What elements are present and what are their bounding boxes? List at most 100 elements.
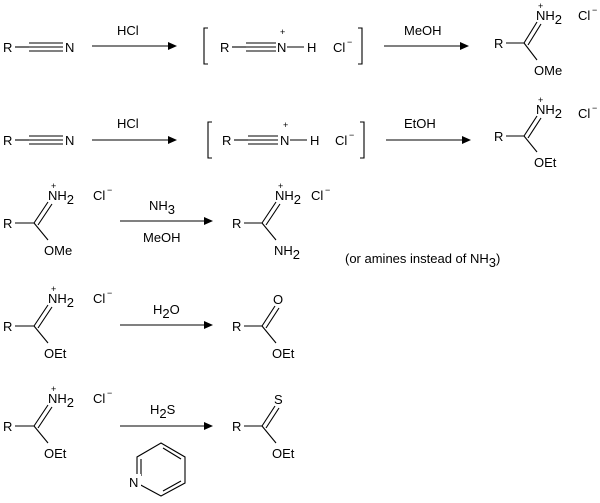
imidate-ethyl-salt-2: R NH2 + Cl − OEt	[3, 284, 112, 361]
c-n-double-bond	[33, 201, 49, 224]
c-n-double-bond	[33, 304, 49, 327]
amidine-salt: R NH2 + Cl − NH2	[232, 181, 330, 262]
reagent-meoh: MeOH	[143, 230, 181, 245]
s-label: S	[274, 392, 283, 407]
note-prefix: (or amines instead of NH	[345, 251, 489, 266]
left-bracket	[203, 27, 208, 65]
c-o-bond	[33, 222, 49, 241]
o-text: O	[170, 302, 180, 317]
positive-charge: +	[51, 181, 56, 191]
c-o-double-bond	[261, 305, 276, 327]
right-bracket	[358, 27, 363, 65]
r-label: R	[220, 40, 229, 55]
nitrile-2: R N	[3, 133, 74, 148]
chloride-label: Cl	[93, 188, 105, 203]
pyridine-ring	[136, 442, 186, 497]
c-o-bond	[261, 425, 277, 444]
positive-charge: +	[278, 181, 283, 191]
chloride-label: Cl	[311, 188, 323, 203]
positive-charge: +	[280, 27, 285, 37]
nh-text: NH	[48, 291, 67, 306]
nh2-label: NH2	[536, 8, 562, 27]
positive-charge: +	[51, 284, 56, 294]
nh-text: NH	[149, 198, 168, 213]
c-n-double-bond	[523, 115, 538, 137]
r-label: R	[3, 133, 12, 148]
c-n-double-bond	[33, 404, 49, 427]
imidate-ethyl-salt-1: R NH2 + Cl − OEt	[494, 95, 597, 170]
chloride-label: Cl	[578, 106, 590, 121]
reagent-h2s: H2S	[150, 402, 176, 421]
imidate-methyl-salt: R NH2 + Cl − OMe	[494, 1, 597, 78]
ethyl-ester: R O OEt	[232, 292, 295, 361]
oet-label: OEt	[272, 446, 295, 461]
r-label: R	[232, 216, 241, 231]
note-suffix: )	[496, 251, 500, 266]
positive-charge: +	[51, 384, 56, 394]
chloride-label: Cl	[333, 40, 345, 55]
n-label-background	[126, 474, 141, 489]
subscript: 2	[159, 406, 166, 421]
h-label: H	[310, 133, 319, 148]
subscript: 2	[294, 192, 301, 207]
c-o-bond	[33, 425, 49, 444]
nitrile-1: R N	[3, 40, 74, 55]
c-o-bond	[33, 325, 49, 344]
negative-charge: −	[107, 288, 112, 298]
s-text: S	[167, 402, 176, 417]
c-s-double-bond	[261, 405, 276, 427]
negative-charge: −	[592, 5, 597, 15]
reaction-3: R NH2 + Cl − OMe NH3 MeOH R NH2 + Cl − N…	[3, 181, 500, 270]
n-label: N	[65, 133, 74, 148]
ome-label: OMe	[44, 243, 72, 258]
subscript: 3	[168, 202, 175, 217]
r-label: R	[232, 419, 241, 434]
subscript: 2	[555, 12, 562, 27]
reagent-hcl: HCl	[117, 116, 139, 131]
c-o-double-bond	[265, 307, 280, 329]
subscript: 2	[555, 106, 562, 121]
nh2-label: NH2	[275, 188, 301, 207]
c-n-double-bond	[265, 203, 281, 226]
left-bracket	[207, 121, 212, 159]
c-n-double-bond	[523, 21, 538, 44]
c-o-bond	[523, 135, 538, 153]
ring-double-bond	[162, 447, 182, 460]
nh-text: NH	[536, 8, 555, 23]
nh2-label: NH2	[48, 291, 74, 310]
c-n-double-bond	[37, 203, 53, 226]
right-bracket	[360, 121, 365, 159]
h-text: H	[150, 402, 159, 417]
reagent-hcl: HCl	[117, 23, 139, 38]
r-label: R	[3, 216, 12, 231]
nh-text: NH	[536, 102, 555, 117]
subscript: 2	[67, 192, 74, 207]
nh2-label: NH2	[536, 102, 562, 121]
pyridine-n-label: N	[129, 475, 138, 490]
nitrilium-salt-2: R N + H Cl −	[207, 120, 365, 159]
nh-text: NH	[275, 188, 294, 203]
c-o-bond	[523, 42, 538, 61]
reagent-nh3: NH3	[149, 198, 175, 217]
ome-label: OMe	[534, 63, 562, 78]
thionoester: R S OEt	[232, 392, 295, 461]
reagent-etoh: EtOH	[404, 116, 436, 131]
r-label: R	[222, 133, 231, 148]
amine-note: (or amines instead of NH3)	[345, 251, 500, 270]
nh-text: NH	[48, 391, 67, 406]
reaction-4: R NH2 + Cl − OEt H2O R O OEt	[3, 284, 295, 361]
reagent-h2o: H2O	[153, 302, 180, 321]
r-label: R	[3, 319, 12, 334]
c-o-bond	[261, 325, 277, 344]
positive-charge: +	[538, 1, 543, 11]
r-label: R	[232, 319, 241, 334]
ring-double-bond	[162, 480, 182, 492]
r-label: R	[494, 36, 503, 51]
imidate-methyl-salt-reactant: R NH2 + Cl − OMe	[3, 181, 112, 258]
pyridine: N	[126, 442, 186, 497]
chloride-label: Cl	[93, 291, 105, 306]
subscript: 2	[293, 247, 300, 262]
reaction-5: R NH2 + Cl − OEt H2S N R S	[3, 384, 295, 497]
subscript: 2	[162, 306, 169, 321]
